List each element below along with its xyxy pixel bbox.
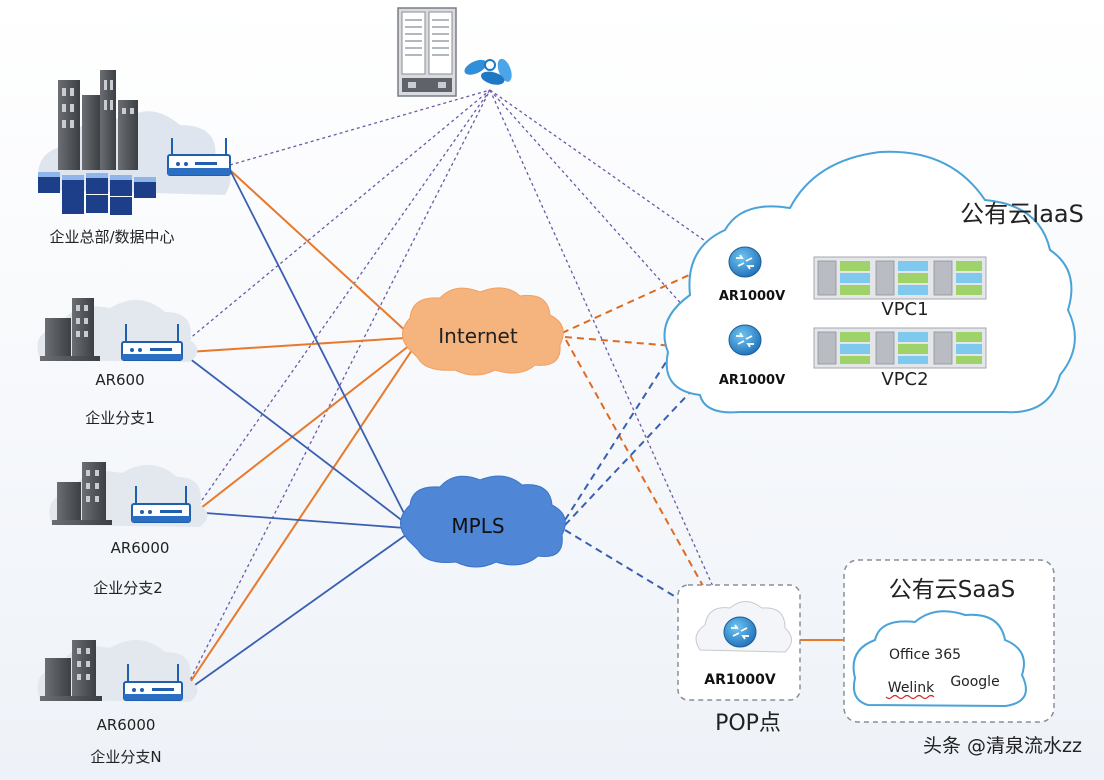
saas-site: 公有云SaaS Office 365 Welink Google bbox=[843, 559, 1055, 723]
control-links bbox=[184, 89, 729, 691]
branch2-router-icon bbox=[131, 486, 191, 523]
iaas-router1-icon bbox=[728, 246, 762, 278]
iaas-router2-label: AR1000V bbox=[719, 373, 785, 388]
hq-buildings-icon bbox=[58, 70, 138, 170]
branchN-buildings-icon bbox=[40, 640, 102, 701]
vpc2-servers-icon bbox=[813, 327, 987, 369]
iaas-title: 公有云IaaS bbox=[960, 200, 1084, 228]
hq-router-icon bbox=[167, 138, 231, 176]
datacenter-servers-icon bbox=[38, 172, 156, 215]
pop-router-icon bbox=[723, 616, 757, 648]
server-rack-icon bbox=[397, 7, 457, 97]
saas-title: 公有云SaaS bbox=[889, 577, 1015, 603]
mpls-label: MPLS bbox=[451, 514, 504, 538]
branchN-router-icon bbox=[123, 664, 183, 701]
pop-site: AR1000V POP点 bbox=[677, 584, 801, 736]
saas-app-office: Office 365 bbox=[889, 647, 961, 663]
hq-site: 企业总部/数据中心 bbox=[38, 70, 231, 246]
mpls-links bbox=[184, 169, 411, 693]
hq-label: 企业总部/数据中心 bbox=[49, 228, 174, 246]
internet-label: Internet bbox=[438, 324, 518, 348]
iaas-cloud: 公有云IaaS AR1000V AR1000V VPC1 bbox=[663, 150, 1084, 414]
branch1-router-icon bbox=[121, 324, 183, 361]
branch1-site: AR600 企业分支1 bbox=[37, 298, 198, 427]
watermark: 头条 @清泉流水zz bbox=[923, 735, 1082, 757]
vpc1-servers-icon bbox=[813, 256, 987, 300]
branch2-label: 企业分支2 bbox=[93, 579, 163, 597]
iaas-router2-icon bbox=[728, 324, 762, 356]
pop-router-label: AR1000V bbox=[704, 672, 776, 688]
spellcheck-underline bbox=[885, 694, 935, 700]
saas-cloud bbox=[852, 610, 1027, 708]
internet-cloud: Internet bbox=[402, 287, 564, 376]
controller-fan-icon bbox=[464, 58, 512, 85]
branchN-model: AR6000 bbox=[97, 716, 156, 734]
branch1-model: AR600 bbox=[95, 371, 144, 389]
branchN-label: 企业分支N bbox=[90, 748, 161, 766]
mpls-cloud: MPLS bbox=[400, 475, 566, 568]
branch1-label: 企业分支1 bbox=[85, 409, 155, 427]
pop-label: POP点 bbox=[715, 711, 781, 736]
branch2-model: AR6000 bbox=[111, 539, 170, 557]
vpc1-label: VPC1 bbox=[881, 299, 928, 320]
branch2-site: AR6000 企业分支2 bbox=[49, 462, 208, 597]
iaas-router1-label: AR1000V bbox=[719, 289, 785, 304]
branchN-site: AR6000 企业分支N bbox=[37, 639, 198, 766]
saas-app-welink: Welink bbox=[888, 680, 935, 696]
saas-app-google: Google bbox=[950, 674, 999, 690]
branch1-buildings-icon bbox=[40, 298, 100, 361]
vpc2-label: VPC2 bbox=[881, 369, 928, 390]
